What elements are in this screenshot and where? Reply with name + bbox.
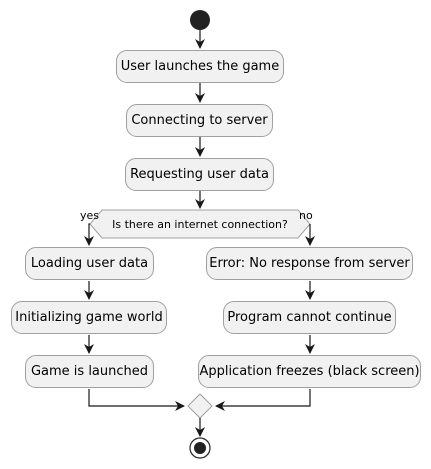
end-node-inner	[194, 442, 206, 454]
step-connecting-to-server: Connecting to server	[126, 104, 273, 137]
edge-decision-yes	[84, 223, 94, 246]
step-error-no-response: Error: No response from server	[206, 247, 413, 280]
step-loading-user-data: Loading user data	[25, 247, 154, 280]
step-initializing-game-world: Initializing game world	[11, 301, 167, 334]
edge-no-to-merge	[215, 389, 311, 411]
merge-diamond	[187, 393, 213, 419]
decision-question: Is there an internet connection?	[112, 217, 288, 231]
decision-yes-label: yes	[80, 209, 100, 222]
start-node	[190, 10, 210, 30]
step-requesting-user-data: Requesting user data	[125, 158, 274, 191]
decision-no-label: no	[299, 209, 313, 222]
edge-yes-to-merge	[88, 389, 185, 411]
step-program-cannot-continue: Program cannot continue	[223, 301, 396, 334]
step-application-freezes: Application freezes (black screen)	[198, 355, 421, 388]
step-user-launches-game: User launches the game	[116, 50, 284, 83]
step-game-is-launched: Game is launched	[25, 355, 154, 388]
